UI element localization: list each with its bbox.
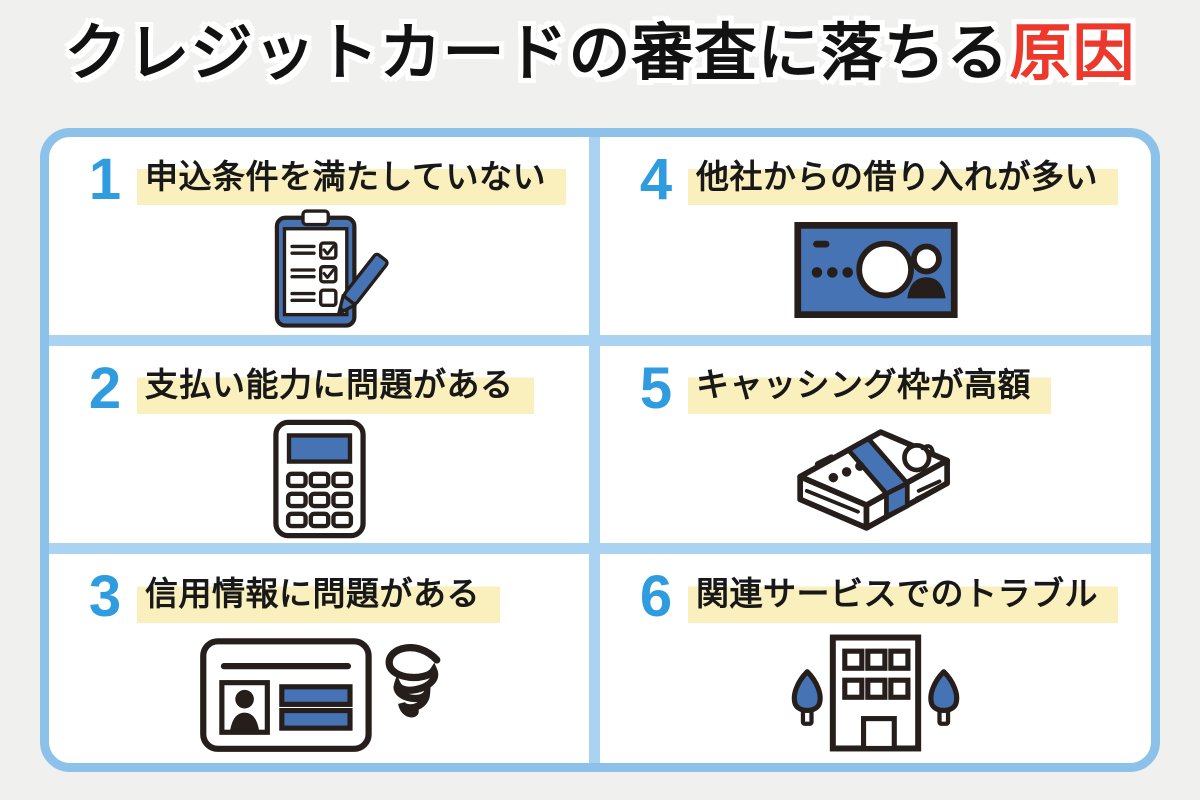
item-2-number: 2: [88, 355, 122, 421]
item-4-icon-area: [600, 209, 1151, 335]
checklist-clipboard-icon: [274, 209, 389, 328]
item-1-icon-area: [49, 209, 589, 335]
item-5-icon-area: [600, 418, 1151, 544]
item-6-number: 6: [639, 564, 673, 630]
grid-cell-2: 2 支払い能力に問題がある: [49, 345, 600, 555]
item-4-number: 4: [639, 147, 673, 212]
item-6-icon-area: [600, 626, 1151, 763]
grid-cell-1: 1 申込条件を満たしていない: [49, 137, 600, 346]
page-title: クレジットカードの審査に落ちる原因: [0, 18, 1200, 89]
grid-cell-3: 3 信用情報に問題がある: [49, 554, 600, 763]
item-4-heading: 4 他社からの借り入れが多い: [638, 151, 1118, 209]
page-title-highlight: 原因: [1009, 19, 1136, 88]
item-6-heading: 6 関連サービスでのトラブル: [638, 568, 1118, 626]
item-5-number: 5: [639, 355, 673, 421]
item-3-heading: 3 信用情報に問題がある: [87, 568, 500, 626]
item-2-heading: 2 支払い能力に問題がある: [87, 355, 534, 421]
item-5-label: キャッシング枠が高額: [688, 363, 1051, 414]
item-1-heading: 1 申込条件を満たしていない: [87, 147, 567, 212]
item-4-label: 他社からの借り入れが多い: [688, 154, 1118, 206]
item-2-icon-area: [49, 418, 589, 544]
calculator-icon: [272, 419, 366, 538]
grid-cell-6: 6 関連サービスでのトラブル: [600, 554, 1151, 763]
item-3-icon-area: [49, 626, 589, 763]
content-panel: 1 申込条件を満たしていない: [40, 128, 1160, 772]
office-building-with-trees-icon: [791, 634, 960, 752]
item-3-label: 信用情報に問題がある: [137, 572, 500, 623]
item-5-heading: 5 キャッシング枠が高額: [638, 355, 1051, 421]
grid-cell-4: 4 他社からの借り入れが多い: [600, 137, 1151, 346]
item-2-label: 支払い能力に問題がある: [137, 363, 534, 414]
banknote-icon: [793, 221, 958, 318]
item-1-number: 1: [88, 147, 122, 212]
money-bundle-icon: [796, 428, 950, 531]
page-title-main: クレジットカードの審査に落ちる: [64, 19, 1010, 88]
id-card-with-scribble-icon: [200, 637, 441, 752]
item-6-label: 関連サービスでのトラブル: [688, 572, 1118, 623]
grid-cell-5: 5 キャッシング枠が高額: [600, 346, 1151, 555]
item-1-label: 申込条件を満たしていない: [137, 154, 567, 206]
item-3-number: 3: [88, 564, 122, 630]
